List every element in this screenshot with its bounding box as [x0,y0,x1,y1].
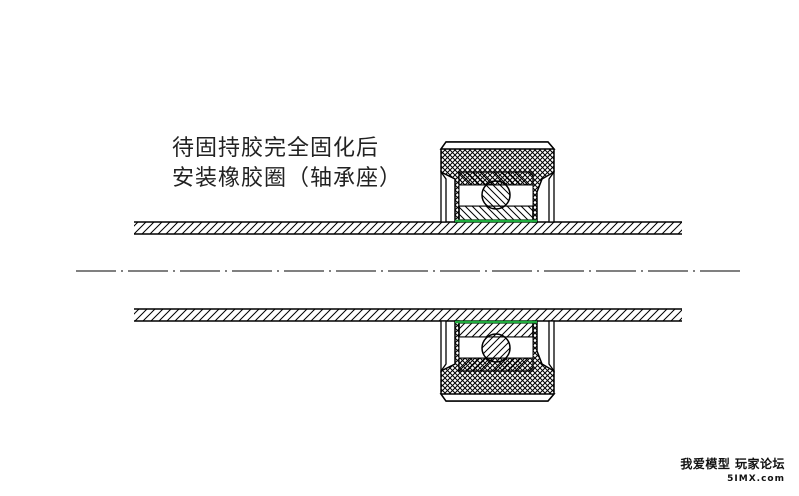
shaft-top-wall [134,221,682,235]
watermark-line-1: 我爱模型 玩家论坛 [680,457,785,471]
shaft [134,221,682,322]
watermark: 我爱模型 玩家论坛 5IMX.com [680,455,785,484]
instruction-caption: 待固持胶完全固化后 安装橡胶圈（轴承座） [172,134,402,194]
caption-line-1: 待固持胶完全固化后 [172,136,380,161]
bearing-bottom [439,320,556,402]
caption-line-2: 安装橡胶圈（轴承座） [172,166,403,191]
watermark-line-2: 5IMX.com [727,474,785,484]
shaft-bottom-wall [134,308,682,322]
ball-bottom [481,333,511,363]
ball-top [481,180,511,210]
bearing-top [439,141,556,223]
